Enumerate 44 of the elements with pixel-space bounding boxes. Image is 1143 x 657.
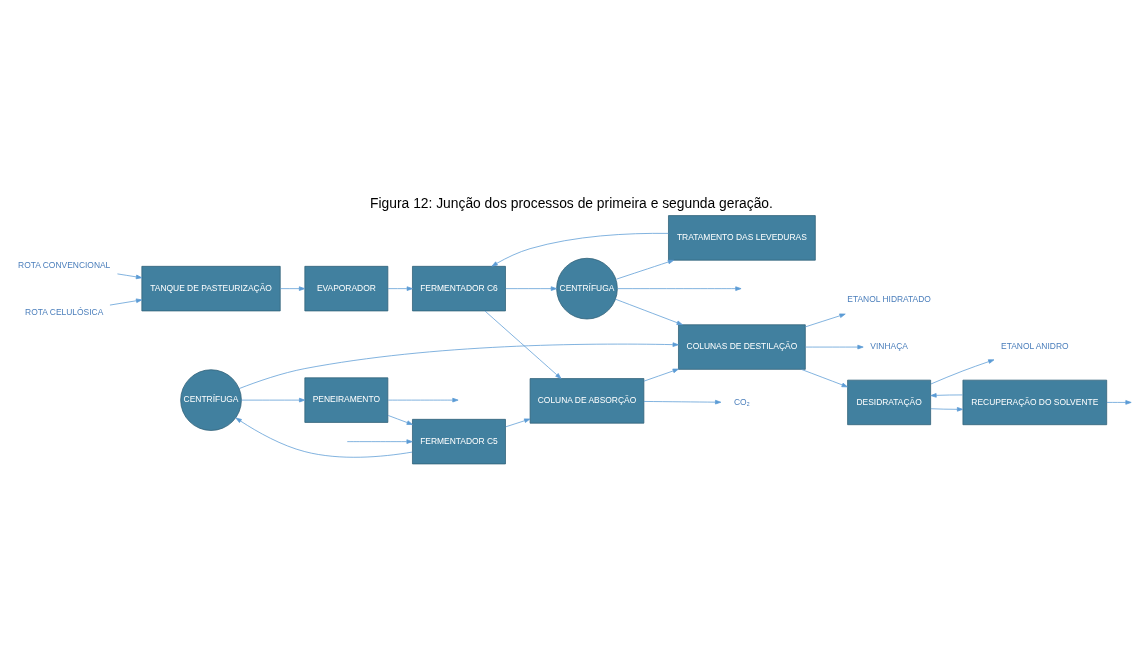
arrow <box>643 368 679 382</box>
node-text: CO₂ <box>733 396 750 407</box>
node-box: FERMENTADOR C5 <box>412 418 506 464</box>
arrow <box>930 358 995 384</box>
node-box: COLUNAS DE DESTILAÇÃO <box>678 323 806 370</box>
arrow <box>238 341 679 389</box>
node-text: ETANOL HIDRATADO <box>847 293 931 304</box>
arrow <box>491 232 669 267</box>
arrow <box>617 285 742 291</box>
node-box: COLUNA DE ABSORÇÃO <box>529 377 645 424</box>
diagram-title: Figura 12: Junção dos processos de primeira e segunda geração. <box>370 194 773 211</box>
arrow <box>615 259 675 280</box>
arrow <box>1106 399 1132 405</box>
node-text: ROTA CELULÓSICA <box>25 306 104 317</box>
arrow <box>279 285 306 291</box>
node-text: ROTA CONVENCIONAL <box>18 259 111 270</box>
node-text: ETANOL ANIDRO <box>1001 340 1069 351</box>
node-box: RECUPERAÇÃO DO SOLVENTE <box>962 379 1108 425</box>
node-box: FERMENTADOR C6 <box>412 265 506 311</box>
node-box: PENEIRAMENTO <box>304 376 389 423</box>
arrow <box>387 397 459 402</box>
arrow <box>346 438 413 444</box>
arrow <box>643 399 722 404</box>
arrow <box>117 273 143 279</box>
node-box: DESIDRATAÇÃO <box>847 379 932 425</box>
arrow <box>484 310 562 379</box>
arrow <box>387 285 413 291</box>
arrow <box>930 406 964 412</box>
node-text: VINHAÇA <box>870 340 908 351</box>
node-box: TRATAMENTO DAS LEVEDURAS <box>668 214 816 261</box>
arrow <box>505 418 531 427</box>
node-circle: CENTRÍFUGA <box>556 257 618 319</box>
arrow <box>109 298 143 305</box>
node-box: EVAPORADOR <box>304 265 389 311</box>
arrow <box>241 397 306 402</box>
node-box: TANQUE DE PASTEURIZAÇÃO <box>141 265 281 311</box>
arrow <box>805 313 846 327</box>
arrow <box>615 298 683 325</box>
arrow <box>505 285 557 291</box>
arrow <box>930 392 964 398</box>
arrow <box>801 368 848 387</box>
arrow <box>805 344 864 349</box>
arrow <box>387 414 413 425</box>
arrow <box>235 417 413 458</box>
